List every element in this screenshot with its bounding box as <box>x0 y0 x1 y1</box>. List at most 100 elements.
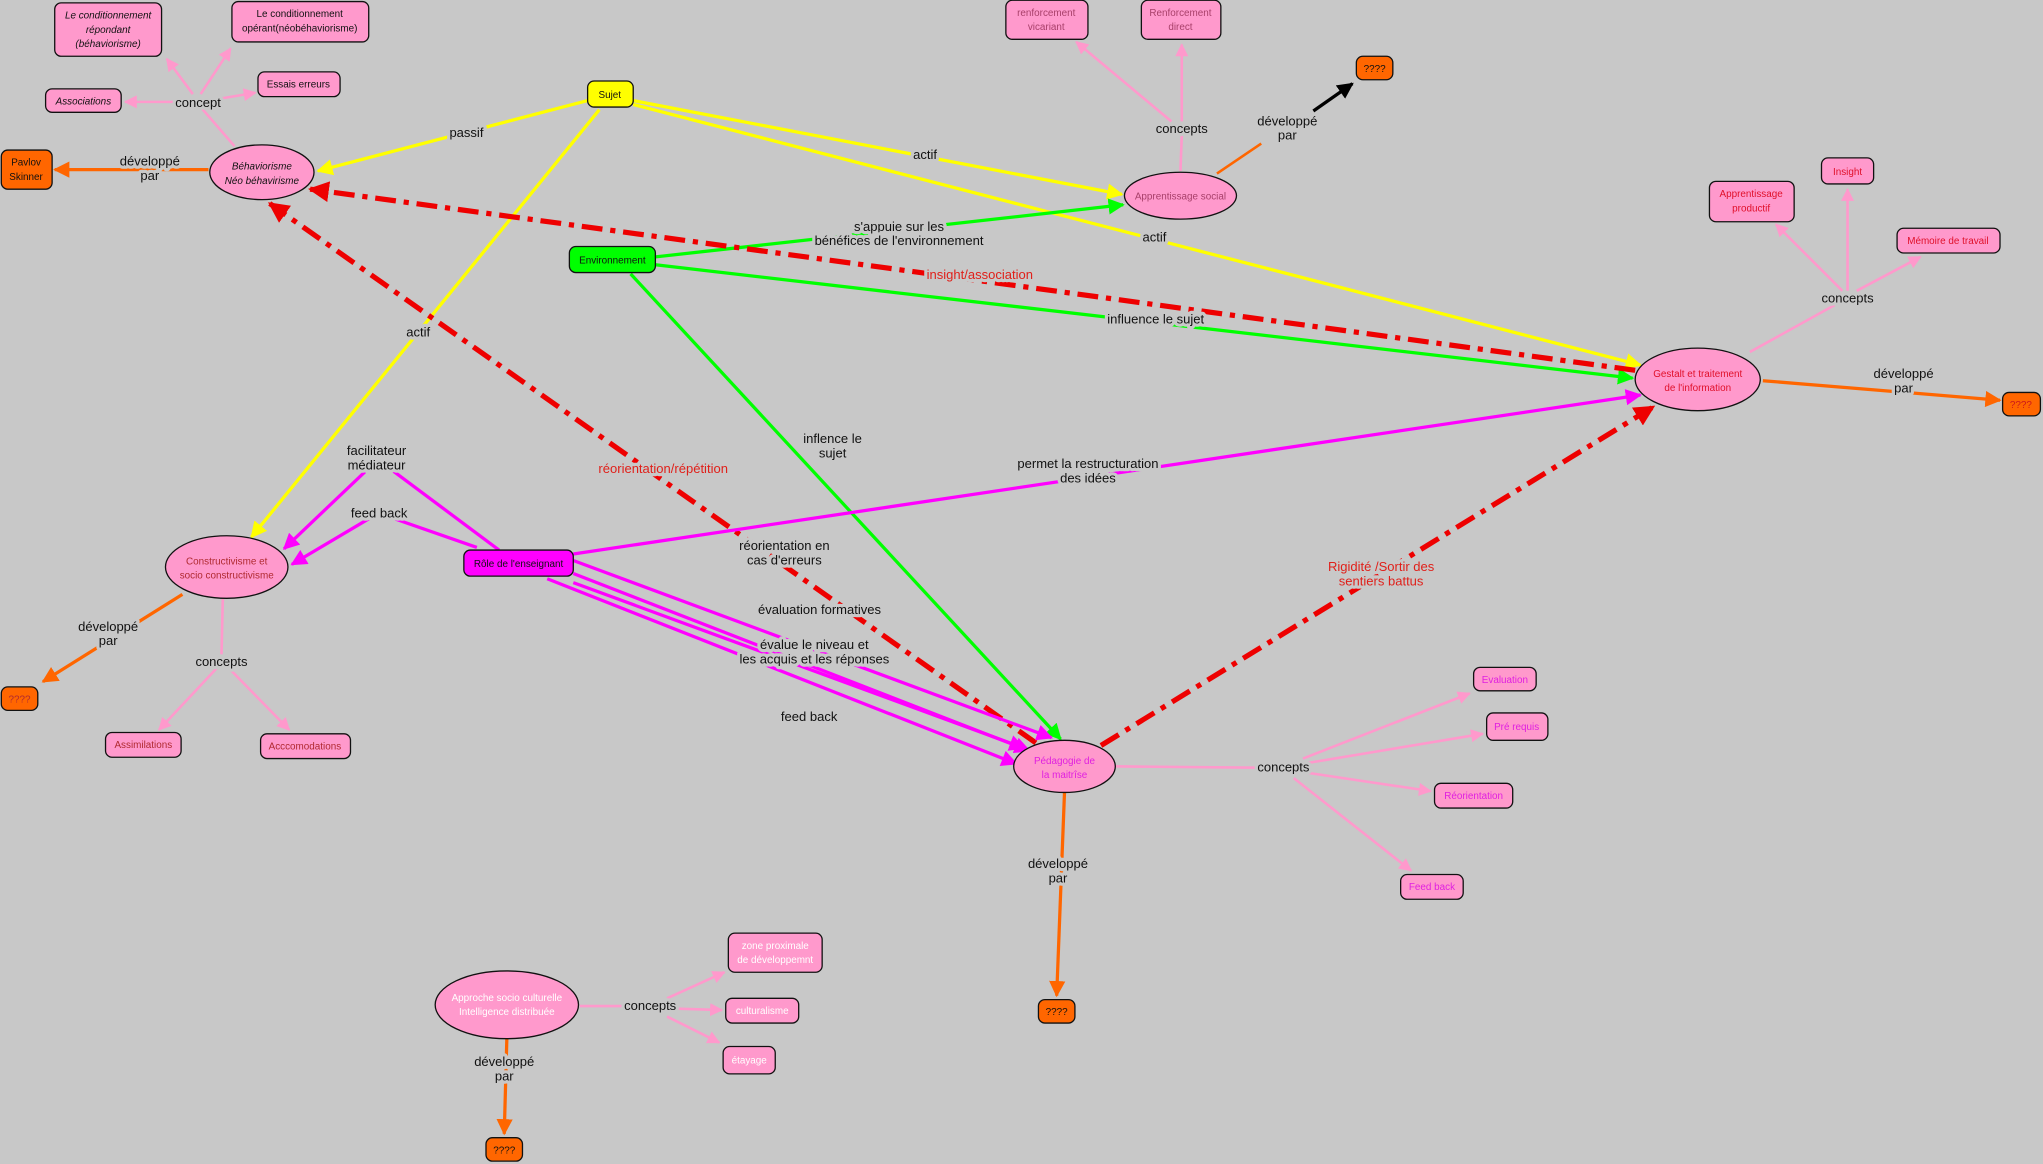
svg-text:Réorientation: Réorientation <box>1444 791 1503 802</box>
svg-text:????: ???? <box>2010 400 2033 411</box>
edge-concepts-productif <box>1774 223 1844 292</box>
svg-text:Acccomodations: Acccomodations <box>269 741 342 752</box>
edge-concepts-etayage <box>666 1015 721 1044</box>
edge-concept-operant <box>199 47 232 95</box>
edge-concepts-feedback <box>1293 777 1413 872</box>
edge-social-dev <box>1216 142 1262 175</box>
svg-text:Environnement: Environnement <box>579 255 646 266</box>
edge-pedagogie-gestalt <box>1099 404 1656 748</box>
edge-role-feedback <box>390 515 478 550</box>
node-essais-erreurs[interactable]: Essais erreurs <box>257 71 341 98</box>
svg-text:Assimilations: Assimilations <box>114 740 172 751</box>
svg-text:étayage: étayage <box>732 1055 768 1066</box>
svg-text:Insight: Insight <box>1833 167 1862 178</box>
node-evaluation[interactable]: Evaluation <box>1472 666 1537 692</box>
edge-social-unknown <box>1312 82 1354 113</box>
label-reorientation-repetition: réorientation/répétition <box>598 461 728 476</box>
label-concept: concept <box>175 95 221 110</box>
svg-text:Feed back: Feed back <box>1409 882 1455 893</box>
node-etayage[interactable]: étayage <box>722 1045 776 1075</box>
edge-constr-concepts <box>220 598 225 655</box>
label-actif: actif <box>913 147 937 162</box>
edge-pedagogie-beh <box>268 201 1038 746</box>
edge-sujet-gestalt <box>632 102 1642 370</box>
svg-text:Mémoire de travail: Mémoire de travail <box>1907 236 1988 247</box>
edges <box>41 40 2002 1136</box>
node-unknown-gestalt[interactable]: ???? <box>2001 391 2042 417</box>
node-assimilations[interactable]: Assimilations <box>104 731 182 758</box>
label-concepts: concepts <box>1156 121 1209 136</box>
edge-feedback-constr <box>290 517 370 566</box>
node-unknown-constructivisme[interactable]: ???? <box>0 686 39 711</box>
label-actif: actif <box>1142 229 1166 244</box>
edge-beh-concept <box>199 106 236 148</box>
node-culturalisme[interactable]: culturalisme <box>725 997 800 1024</box>
svg-text:????: ???? <box>1046 1007 1069 1018</box>
node-unknown-social[interactable]: ???? <box>1355 55 1394 81</box>
svg-text:Associations: Associations <box>55 96 112 107</box>
node-sujet[interactable]: Sujet <box>586 80 634 108</box>
node-apprentissage-social[interactable]: Apprentissage social <box>1123 171 1238 220</box>
edge-concept-essais <box>216 88 257 102</box>
edge-concepts-evaluation <box>1302 691 1471 760</box>
node-reorientation[interactable]: Réorientation <box>1433 782 1514 809</box>
node-insight[interactable]: Insight <box>1820 157 1875 185</box>
node-environnement[interactable]: Environnement <box>568 245 657 274</box>
edge-role-pedagogie-feedback <box>546 577 1018 766</box>
edge-gestalt-beh <box>308 181 1636 373</box>
edge-concepts-accom <box>228 667 291 731</box>
edge-concepts-reorientation <box>1307 771 1432 796</box>
node-pre-requis[interactable]: Pré requis <box>1485 712 1549 741</box>
label-passif: passif <box>449 125 483 140</box>
edge-role-pedagogie-evalue <box>572 581 1026 751</box>
edge-gestalt-concepts <box>1749 303 1836 354</box>
label-concepts: concepts <box>195 654 248 669</box>
svg-text:????: ???? <box>493 1145 516 1156</box>
node-associations[interactable]: Associations <box>44 88 122 113</box>
edge-facilitateur-constr <box>282 470 366 550</box>
node-role-enseignant[interactable]: Rôle de l'enseignant <box>463 549 574 577</box>
edge-role-facilitateur <box>389 467 500 552</box>
node-feed-back[interactable]: Feed back <box>1400 873 1464 900</box>
svg-text:Sujet: Sujet <box>598 90 621 101</box>
svg-text:Evaluation: Evaluation <box>1482 675 1528 686</box>
node-unknown-approche[interactable]: ???? <box>485 1137 524 1162</box>
node-unknown-pedagogie[interactable]: ???? <box>1037 998 1076 1024</box>
node-accomodations[interactable]: Acccomodations <box>259 733 352 760</box>
edge-role-pedagogie-reorient <box>572 558 1053 741</box>
edge-env-social <box>655 198 1125 259</box>
svg-text:Pré requis: Pré requis <box>1494 722 1539 733</box>
edge-env-pedagogie <box>629 272 1062 741</box>
svg-text:????: ???? <box>9 695 32 706</box>
node-memoire-travail[interactable]: Mémoire de travail <box>1896 227 2001 254</box>
label-feed-back: feed back <box>781 709 838 724</box>
